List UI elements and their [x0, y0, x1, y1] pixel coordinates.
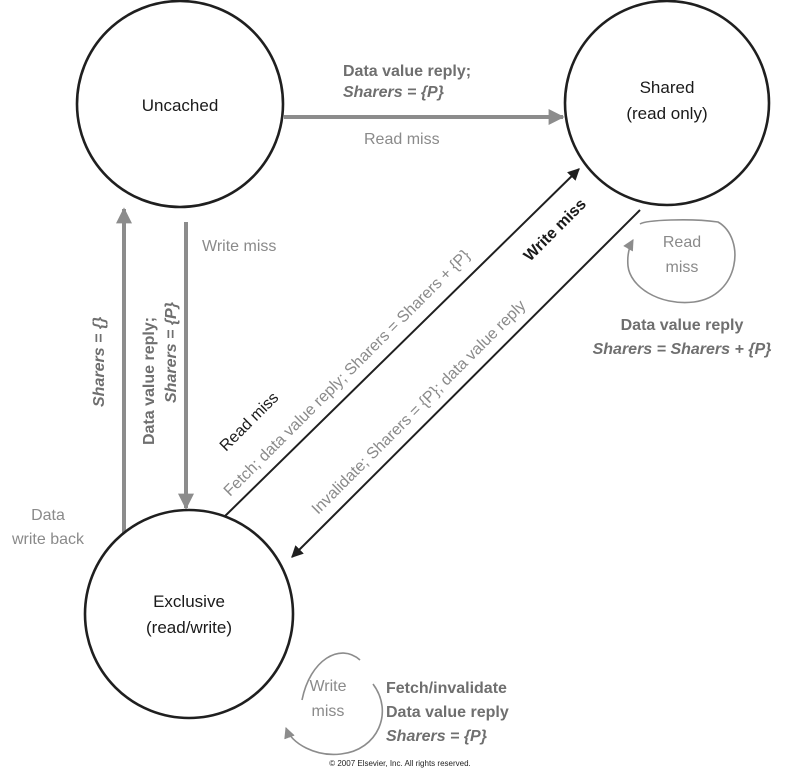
- state-shared[interactable]: Shared (read only): [563, 0, 771, 207]
- label-uncached-exclusive-sharers: Sharers = {P}: [163, 302, 180, 403]
- label-exclusive-loop-trigger-line2: miss: [312, 703, 345, 720]
- label-exclusive-uncached-trigger: Data: [31, 507, 65, 524]
- copyright-notice: © 2007 Elsevier, Inc. All rights reserve…: [329, 759, 471, 768]
- loop-exclusive-write-miss-tail: [301, 652, 361, 701]
- label-exclusive-loop-action1: Fetch/invalidate: [386, 680, 507, 697]
- loop-exclusive-write-miss: [284, 683, 384, 756]
- state-shared-circle: [563, 0, 771, 207]
- label-uncached-shared-action: Data value reply;: [343, 63, 471, 80]
- label-uncached-exclusive-trigger: Write miss: [202, 238, 276, 255]
- label-exclusive-uncached-sharers: Sharers = {}: [91, 317, 108, 407]
- edge-shared-to-exclusive: [291, 209, 641, 558]
- state-exclusive-label: Exclusive: [153, 592, 225, 611]
- state-shared-sublabel: (read only): [626, 104, 707, 123]
- label-uncached-exclusive-action: Data value reply;: [141, 317, 158, 445]
- edge-exclusive-to-shared: [221, 168, 580, 520]
- state-uncached[interactable]: Uncached: [75, 0, 285, 209]
- state-exclusive-circle: [83, 508, 295, 720]
- label-shared-loop-sharers: Sharers = Sharers + {P}: [593, 341, 772, 358]
- label-shared-exclusive-trigger: Write miss: [521, 196, 590, 265]
- label-exclusive-uncached-trigger-line2: write back: [11, 531, 85, 548]
- label-exclusive-loop-action2: Data value reply: [386, 704, 509, 721]
- label-shared-loop-trigger-line2: miss: [666, 259, 699, 276]
- state-uncached-label: Uncached: [142, 96, 219, 115]
- state-shared-label: Shared: [640, 78, 695, 97]
- label-shared-loop-trigger: Read: [663, 234, 701, 251]
- loop-shared-read-miss: [623, 219, 736, 304]
- state-uncached-circle: [75, 0, 285, 209]
- state-exclusive[interactable]: Exclusive (read/write): [83, 508, 295, 720]
- label-uncached-shared-trigger: Read miss: [364, 131, 440, 148]
- label-exclusive-loop-sharers: Sharers = {P}: [386, 728, 487, 745]
- label-shared-exclusive-action: Invalidate; Sharers = {P}; data value re…: [309, 297, 530, 518]
- label-exclusive-loop-trigger: Write: [309, 678, 346, 695]
- label-uncached-shared-sharers: Sharers = {P}: [343, 84, 444, 101]
- label-exclusive-shared-action: Fetch; data value reply; Sharers = Share…: [221, 246, 474, 499]
- label-shared-loop-action: Data value reply: [621, 317, 744, 334]
- state-exclusive-sublabel: (read/write): [146, 618, 232, 637]
